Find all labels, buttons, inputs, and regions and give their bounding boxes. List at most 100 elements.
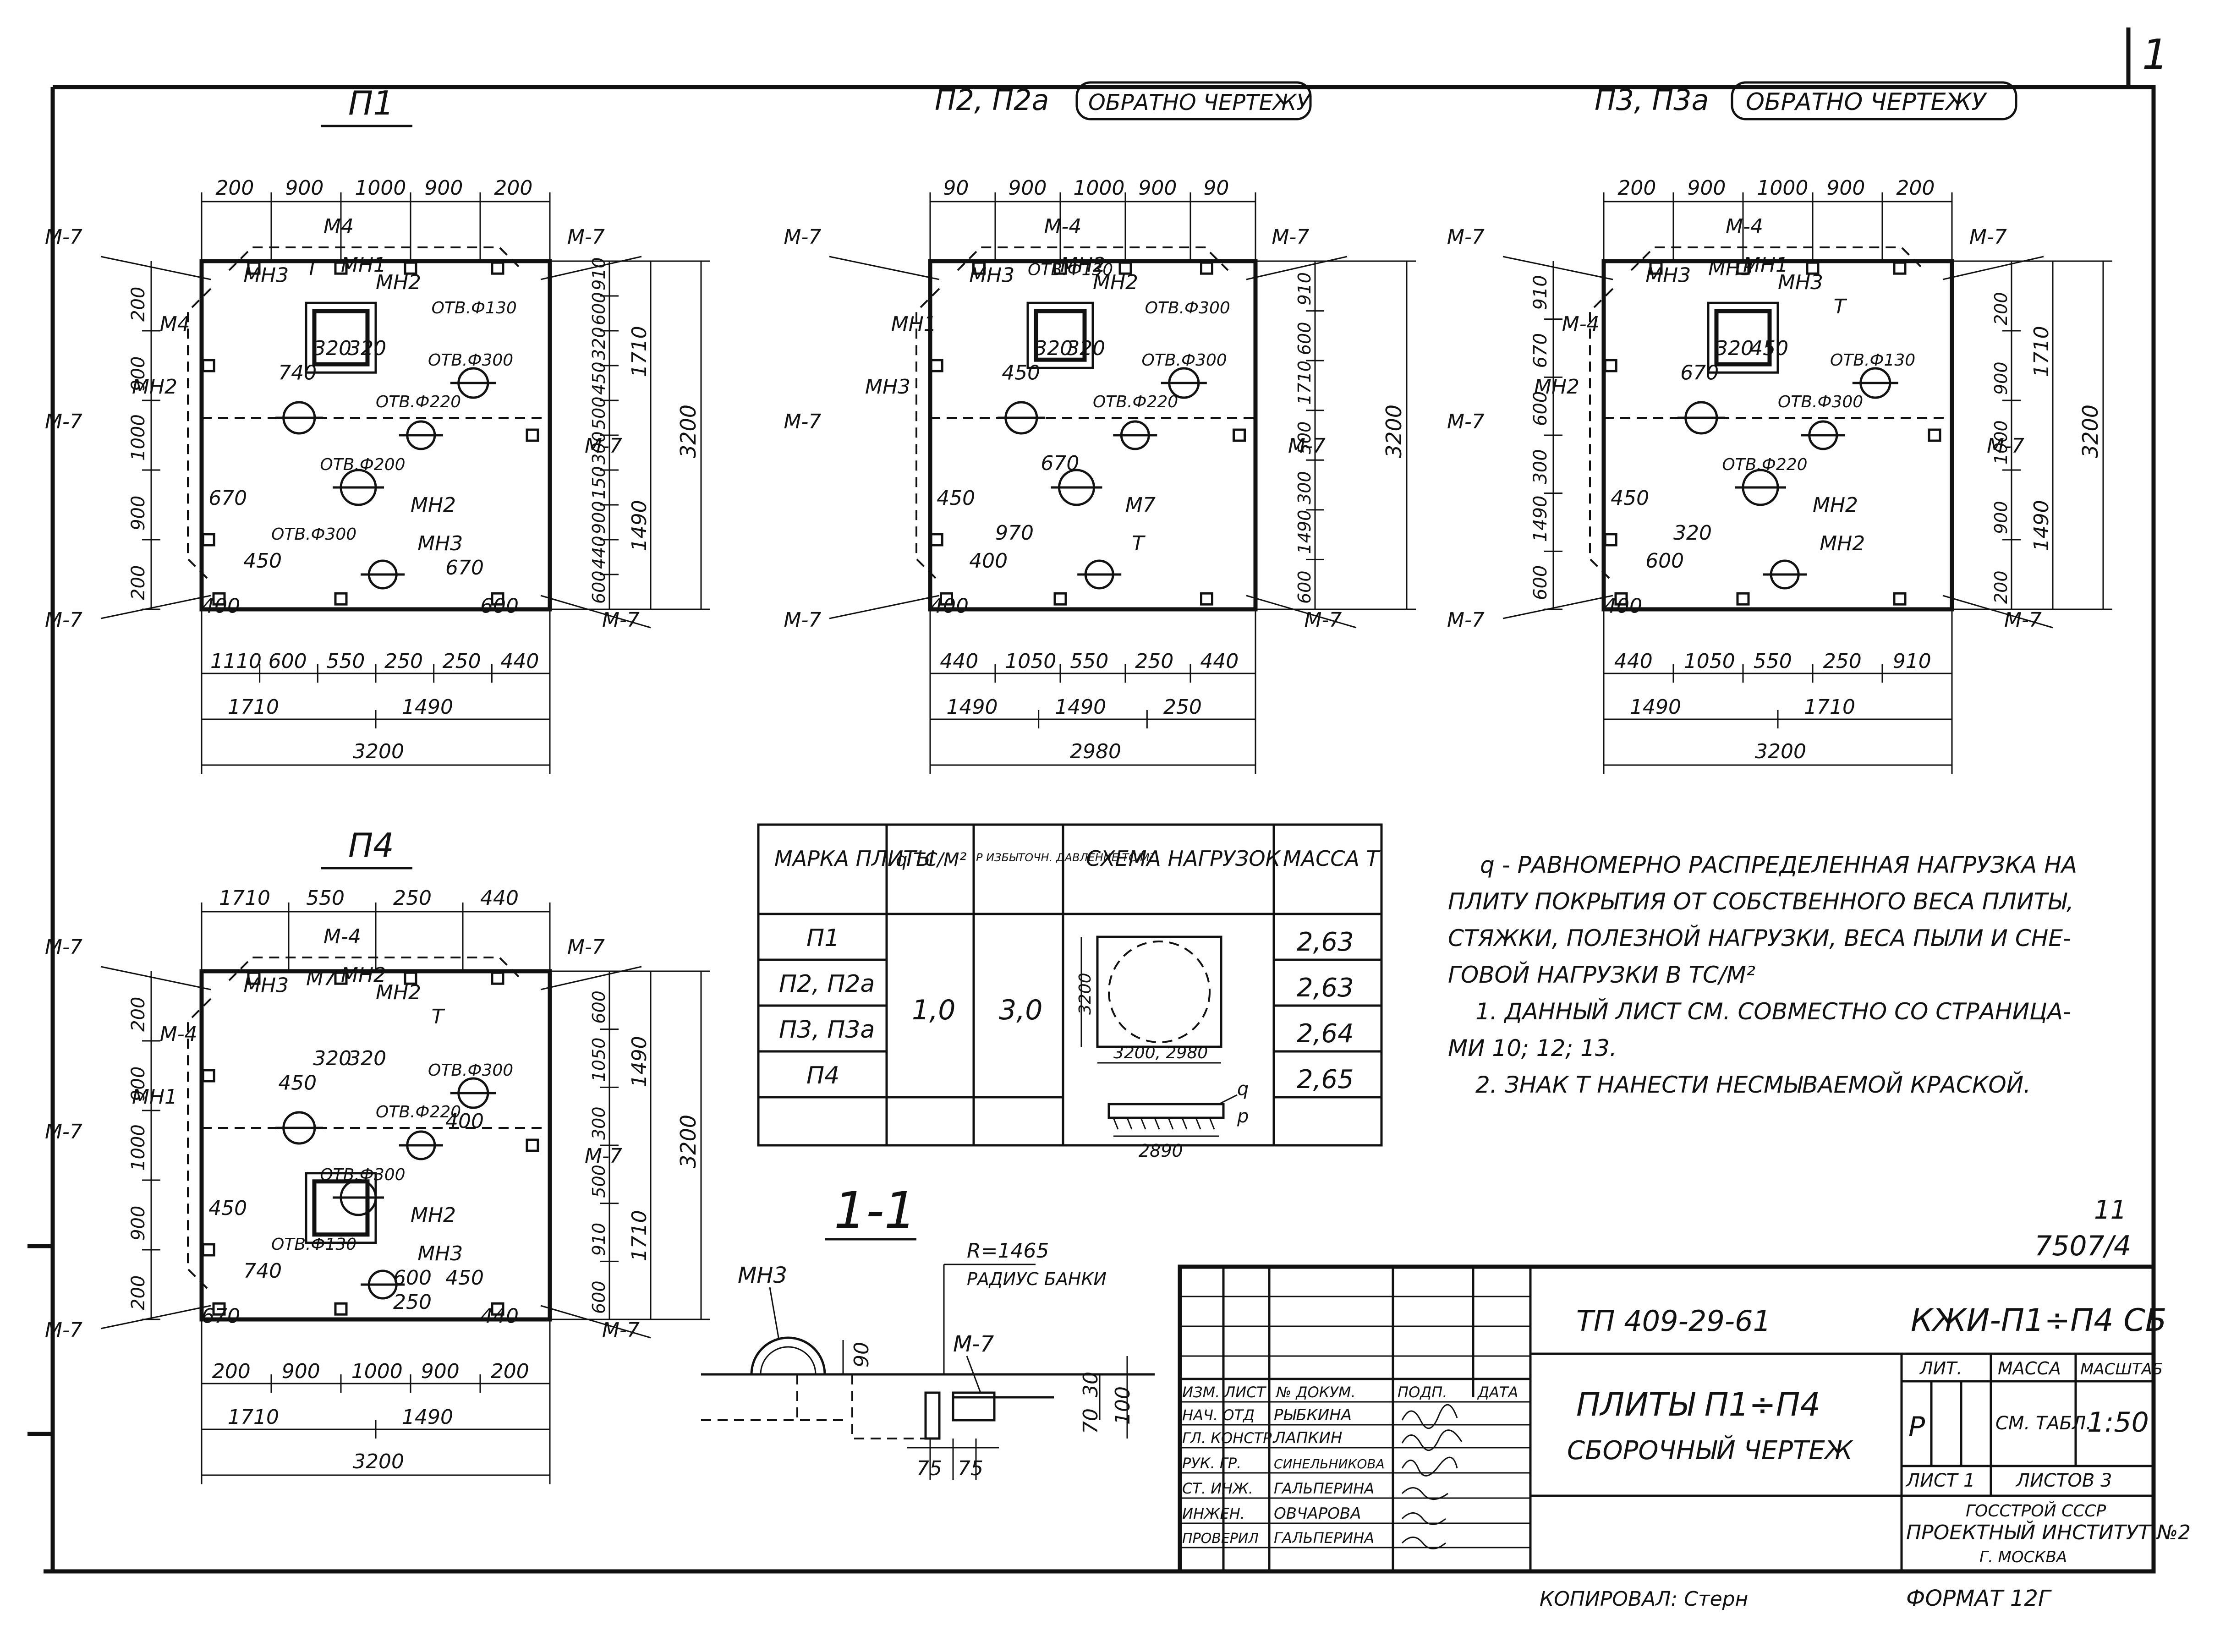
plan-label-26: 440: [480, 1305, 519, 1328]
plan-label-4: М-7: [784, 608, 822, 632]
project-number: ТП 409-29-61: [1576, 1304, 1771, 1338]
table-row-mark-1: П1: [806, 924, 839, 952]
plan-label-7: М-4: [1562, 312, 1600, 336]
plan-label-5: М-7: [602, 608, 640, 632]
plan-label-0: М-7: [45, 225, 82, 249]
staff-name-6: ГАЛЬПЕРИНА: [1274, 1529, 1374, 1547]
dim-left-3: 900: [128, 1206, 149, 1241]
dim-bottom-total: 3200: [353, 1450, 404, 1473]
plan-label-2: М-7: [1447, 410, 1485, 433]
dim-top-3: 900: [424, 176, 463, 200]
plan-label-14: ОТВ.Ф130: [1028, 260, 1113, 279]
dim-top-0: 200: [215, 176, 254, 200]
staff-name-3: СИНЕЛЬНИКОВА: [1274, 1456, 1385, 1471]
dim-left-4: 200: [128, 1275, 149, 1310]
embed-plate-6: [1928, 428, 1941, 442]
embed-plate-1: [1053, 261, 1067, 275]
scheme-letter-p: р: [1237, 1106, 1249, 1127]
embed-plate-8: [491, 1302, 504, 1316]
dim-right-6: 600: [1294, 570, 1315, 604]
dim-right-3: 450: [589, 361, 609, 395]
plan-label-8: МН3: [243, 264, 289, 287]
staff-role-1: НАЧ. ОТД: [1182, 1406, 1255, 1424]
plan-label-1: М-7: [567, 225, 605, 249]
plan-label-23: 450: [937, 487, 975, 510]
plan-titles: П1 П2, П2а ОБРАТНО ЧЕРТЕЖУ П3, П3а ОБРАТ…: [321, 81, 2017, 870]
dim-right-4: 300: [1294, 471, 1315, 504]
dim-right-0: 910: [1294, 272, 1315, 306]
plan-label-12: МН2: [1813, 493, 1858, 517]
dim-right-0: 200: [1991, 292, 2011, 325]
section-radius: R=1465: [967, 1239, 1049, 1263]
dim-bottom-b-0: 1490: [947, 695, 998, 719]
title-block: 11 7507/4 ИЗМ. ЛИСТ № ДОКУМ. ПОДП.: [1178, 1195, 2191, 1611]
rib-left: [915, 288, 940, 583]
note-line-2: ПЛИТУ ПОКРЫТИЯ ОТ СОБСТВЕННОГО ВЕСА ПЛИТ…: [1448, 888, 2074, 915]
dim-bottom-b-1: 1490: [402, 1406, 453, 1429]
plan-label-15: ОТВ.Ф130: [432, 299, 517, 317]
leader: [540, 595, 651, 629]
plan-label-26: 600: [480, 595, 519, 618]
plan-label-13: МН3: [417, 532, 463, 555]
embed-plate-0: [972, 261, 986, 275]
dim-bottom-b-1: 1490: [1055, 695, 1106, 719]
section-dim-100: 100: [1111, 1386, 1135, 1425]
dim-left-2: 1000: [128, 1124, 149, 1171]
scale-value: 1:50: [2087, 1406, 2149, 1439]
embed-plate-2: [1806, 261, 1820, 275]
dim-top-4: 90: [1203, 176, 1229, 200]
dim-bottom-total: 3200: [1755, 740, 1806, 763]
plan-label-17: ОТВ.Ф220: [1093, 393, 1178, 411]
dim-top-4: 200: [1896, 176, 1935, 200]
section-label-mh3: МН3: [738, 1263, 787, 1288]
plan-label-24: 400: [969, 549, 1008, 573]
scale-header: МАСШТАБ: [2080, 1360, 2163, 1378]
opening-inner: [312, 1179, 370, 1237]
org-line-2: ПРОЕКТНЫЙ ИНСТИТУТ №2: [1906, 1520, 2191, 1544]
plan-label-21: 450: [1750, 337, 1788, 360]
dim-top-0: 90: [943, 176, 969, 200]
staff-name-5: ОВЧАРОВА: [1274, 1504, 1361, 1523]
dim-right-2: 320: [589, 327, 609, 360]
section-radius-label: РАДИУС БАНКИ: [967, 1269, 1107, 1289]
load-table: МАРКА ПЛИТЫ q ТС/М² Р ИЗБЫТОЧН. ДАВЛЕНИЕ…: [757, 823, 1383, 1161]
leader: [829, 595, 940, 619]
col-izm: ИЗМ.: [1182, 1384, 1220, 1401]
plan-label-10: МН2: [376, 981, 421, 1004]
plan-label-15: Т: [432, 1005, 445, 1028]
embed-plate-7: [334, 592, 348, 606]
leader: [1942, 595, 2053, 629]
slab-outline: [1601, 259, 1954, 612]
dim-bottom-a-0: 440: [940, 650, 978, 673]
note-line-3: СТЯЖКИ, ПОЛЕЗНОЙ НАГРУЗКИ, ВЕСА ПЫЛИ И С…: [1448, 924, 2071, 952]
dim-right-2: 1000: [1991, 420, 2011, 465]
plan-label-4: М-7: [1447, 608, 1485, 632]
plan-p4-title: П4: [348, 826, 394, 864]
plan-label-1: М-7: [1272, 225, 1310, 249]
embed-plate-4: [1604, 359, 1617, 372]
dim-bottom-a-4: 200: [491, 1360, 529, 1383]
embed-plate-8: [491, 592, 504, 606]
dim-right-6: 150: [589, 466, 609, 499]
dim-right-3: 500: [1294, 421, 1315, 455]
table-row-mass-1: 2,63: [1297, 927, 1354, 957]
sheet-format: ФОРМАТ 12Г: [1906, 1586, 2052, 1611]
embed-plate-4: [202, 359, 215, 372]
embed-plate-6: [526, 428, 539, 442]
sheet-frame: 1: [27, 27, 2168, 1574]
plan-label-18: ОТВ.Ф300: [320, 1165, 405, 1184]
plan-label-24: 450: [243, 549, 282, 573]
plan-label-27: 450: [445, 1266, 484, 1290]
staff-name-1: РЫБКИНА: [1274, 1406, 1352, 1424]
table-header-scheme: СХЕМА НАГРУЗОК: [1086, 846, 1282, 871]
plan-label-19: ОТВ.Ф300: [271, 525, 356, 544]
plan-label-2: М-7: [784, 410, 822, 433]
dim-right-5: 1490: [1294, 510, 1315, 554]
plan-label-23: 450: [208, 1197, 247, 1220]
embed-plate-8: [1893, 592, 1907, 606]
dim-right-3: 500: [589, 1165, 609, 1198]
col-doc: № ДОКУМ.: [1275, 1384, 1356, 1401]
dim-right-4: 200: [1991, 570, 2011, 604]
leader: [100, 966, 211, 990]
dim-top-3: 440: [480, 886, 519, 910]
